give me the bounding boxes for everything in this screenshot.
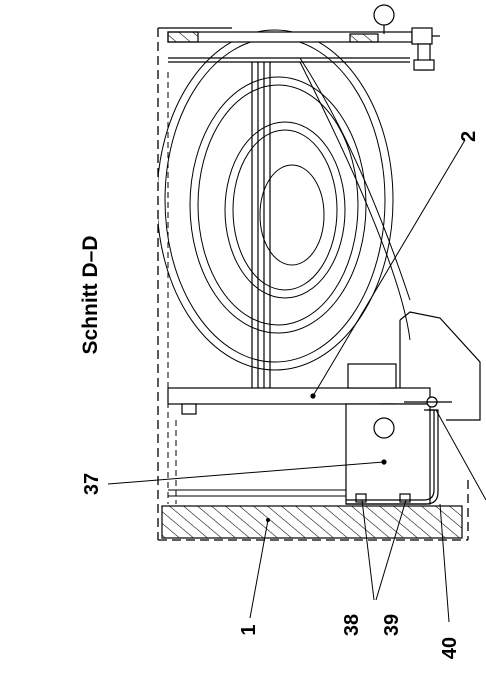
callout-37: 37 [81, 473, 103, 495]
pressure-gauge-icon [373, 4, 395, 34]
outer-boundary [157, 28, 469, 541]
shaft [251, 62, 271, 390]
callout-2: 2 [458, 131, 480, 142]
callout-40: 40 [439, 637, 461, 659]
leader-lines [107, 139, 486, 623]
hatched-base [161, 505, 463, 539]
right-bracket [347, 311, 481, 421]
bent-sheet [346, 396, 452, 505]
clamp-top [411, 27, 440, 71]
callout-39: 39 [381, 614, 403, 636]
top-plate [167, 31, 413, 63]
inner-frame [167, 72, 177, 504]
housing-37 [345, 403, 431, 505]
callout-1: 1 [238, 624, 260, 635]
callout-38: 38 [341, 614, 363, 636]
coil [158, 29, 411, 371]
section-title: Schnitt D–D [79, 235, 102, 354]
